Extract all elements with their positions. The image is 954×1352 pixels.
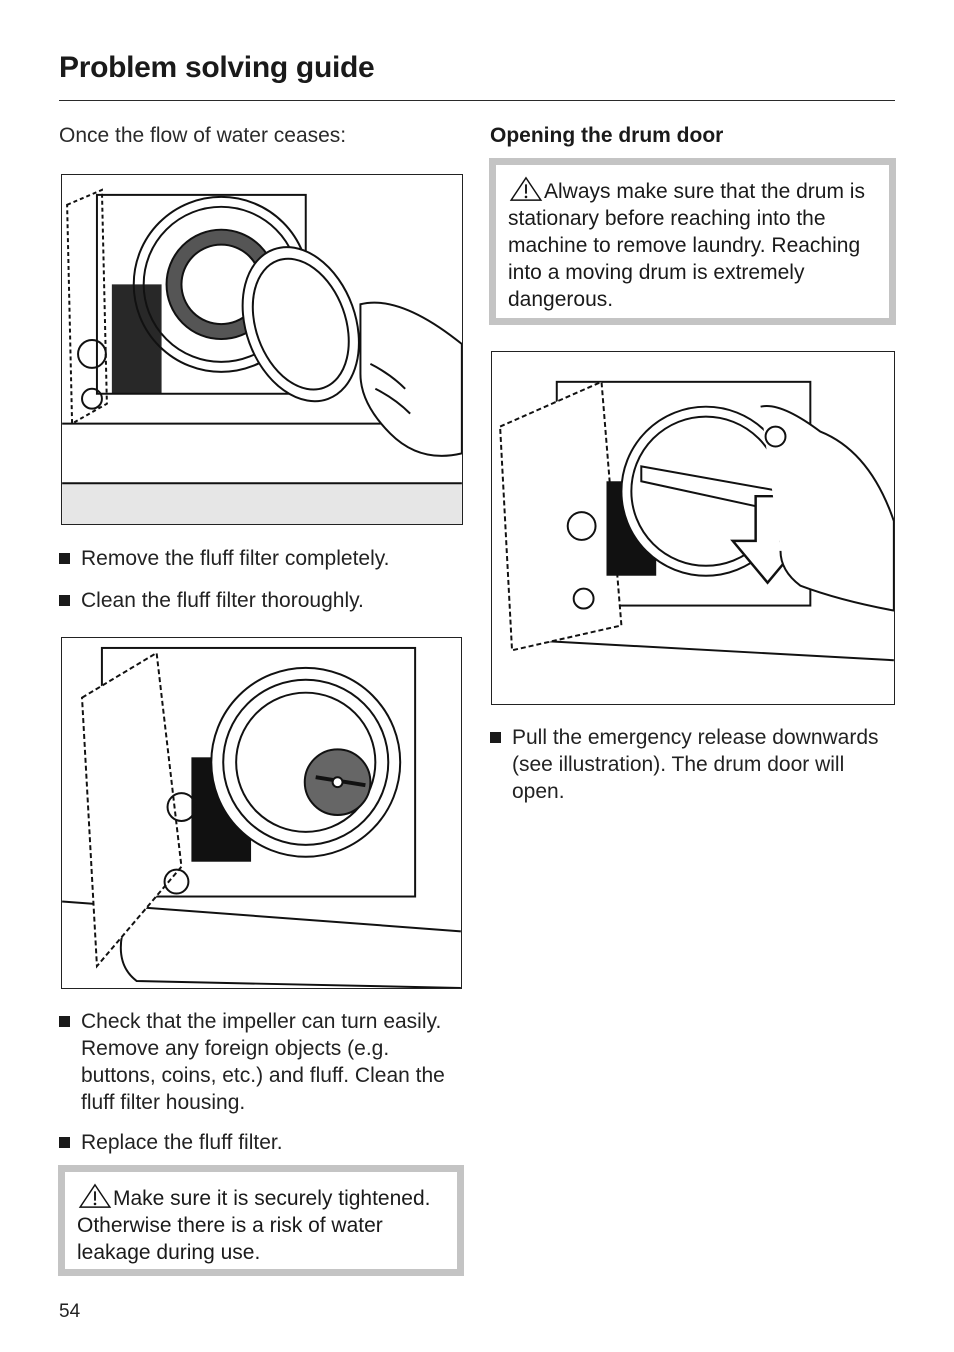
warning-box-filter: Make sure it is securely tightened. Othe…	[58, 1165, 464, 1276]
list-item: Check that the impeller can turn easily.…	[59, 1008, 464, 1116]
illustration-remove-filter	[61, 174, 463, 525]
title-divider	[59, 100, 895, 101]
bullet-text: Pull the emergency release downwards (se…	[512, 726, 879, 803]
bullet-text: Replace the fluff filter.	[81, 1131, 283, 1154]
square-bullet-icon	[59, 1137, 70, 1148]
bullet-text: Remove the fluff filter completely.	[81, 547, 390, 570]
list-item: Remove the fluff filter completely.	[59, 545, 464, 572]
page-number: 54	[59, 1301, 81, 1322]
square-bullet-icon	[59, 595, 70, 606]
list-item: Replace the fluff filter.	[59, 1129, 464, 1156]
square-bullet-icon	[490, 732, 501, 743]
warning-triangle-icon	[78, 1183, 112, 1208]
warning-text: Make sure it is securely tightened. Othe…	[77, 1187, 431, 1264]
warning-text: Always make sure that the drum is statio…	[508, 180, 865, 311]
list-item: Clean the fluff filter thoroughly.	[59, 587, 464, 614]
section-heading: Opening the drum door	[490, 124, 724, 147]
bullet-text: Clean the fluff filter thoroughly.	[81, 589, 364, 612]
intro-text: Once the flow of water ceases:	[59, 124, 347, 147]
illustration-emergency-release	[491, 351, 895, 705]
warning-box-drum: Always make sure that the drum is statio…	[489, 158, 896, 325]
list-item: Pull the emergency release downwards (se…	[490, 724, 896, 805]
square-bullet-icon	[59, 553, 70, 564]
warning-triangle-icon	[509, 176, 543, 201]
illustration-impeller	[61, 637, 462, 989]
square-bullet-icon	[59, 1016, 70, 1027]
page-title: Problem solving guide	[59, 51, 375, 84]
bullet-text: Check that the impeller can turn easily.…	[81, 1010, 445, 1114]
